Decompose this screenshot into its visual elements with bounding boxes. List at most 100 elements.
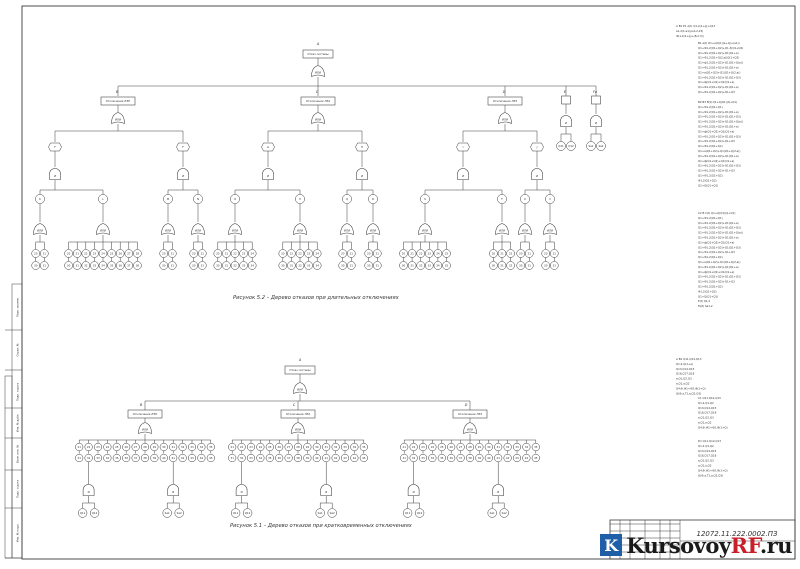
formula-line: Q1+Ф1,2(Q1+Q2)+Q1(Q1+a) [698, 125, 739, 129]
condition-hexagon-label: F [182, 145, 184, 149]
formula-line: Q1+Ф1,2(Q1+Q2)+Q1+Q3 [698, 90, 735, 94]
formula-line: Q1+Ф1,2(Q1+Q2)+Q1(Q1+Q(a)) [698, 120, 743, 124]
and-gate-label: И [88, 490, 90, 494]
site-watermark[interactable]: K KursovoyRF.ru [600, 532, 793, 558]
basic-event-label: 20 [192, 252, 196, 256]
basic-event-label: 34 [353, 445, 357, 449]
basic-event-circle [315, 508, 325, 518]
basic-event-label: 39 [153, 456, 157, 460]
basic-event-circle [174, 508, 184, 518]
basic-event-circle [447, 442, 456, 452]
or-gate-icon [293, 382, 307, 394]
basic-event-label: 31 [75, 264, 79, 268]
basic-event-circle [230, 261, 240, 270]
formula-line: Q1+Ф1,2(Q1+Q2)+Q1(Q1+a) [698, 110, 739, 114]
formula-line: Q1+Ф1,2(Q1+Q2)+Q1(Q1+Q3) [698, 134, 741, 138]
condition-hexagon-icon [261, 142, 275, 152]
formula-line: Q(Ф,a,Т1,a,Q2,Q3) [698, 473, 723, 477]
basic-event-label: 30 [67, 264, 71, 268]
basic-event-circle [428, 442, 437, 452]
formula-line: Q1+Ф1,2(Q1+Q2) [698, 255, 723, 259]
basic-event-circle [140, 453, 150, 463]
formula-line: A B1 E1 A(t) Q1,2(1+q)+Q13 [676, 24, 715, 28]
basic-event-label: 32 [84, 264, 88, 268]
basic-event-circle [347, 261, 356, 270]
basic-event-circle [400, 453, 409, 463]
basic-event-circle [475, 453, 484, 463]
basic-event-label: 23 [421, 445, 425, 449]
basic-event-label: 33 [249, 456, 253, 460]
formula-line: Q1+Ф1,2(Q1+Q2)+Q1(Q1+a) [698, 221, 739, 225]
or-gate-icon [340, 223, 354, 235]
or-gate-icon [291, 422, 305, 434]
or-gate-icon [366, 223, 380, 235]
basic-event-label: 33 [421, 456, 425, 460]
and-gate-icon [457, 168, 469, 180]
formula-line: Q1+Q(Q1+Q1) [698, 294, 718, 298]
basic-event-circle [531, 442, 540, 452]
basic-event-circle [350, 442, 359, 452]
basic-event-circle [414, 508, 425, 518]
basic-event-circle [72, 261, 82, 270]
and-gate-icon [82, 484, 95, 496]
or-gate-icon [495, 223, 509, 235]
basic-event-label: 25 [268, 445, 272, 449]
basic-event-label: 24 [106, 445, 110, 449]
basic-event-circle [246, 442, 256, 452]
formula-line: Q1+Ф1,2(Q1+Q1) [698, 105, 723, 109]
basic-event-label: O [234, 197, 236, 201]
basic-event-label: 31 [171, 445, 175, 449]
or-gate-label: ИЛИ [315, 70, 321, 74]
intermediate-circle-event [520, 194, 530, 204]
or-gate-icon [33, 223, 47, 235]
basic-event-circle [506, 261, 515, 270]
basic-event-circle [133, 261, 142, 270]
basic-event-circle [295, 261, 305, 270]
formula-line: Q1+Ф1,2(Q1+Q2)+Q1(Q1+a) [698, 154, 739, 158]
basic-event-circle [187, 453, 197, 463]
basic-event-label: 23 [242, 252, 246, 256]
basic-event-circle [400, 442, 409, 452]
basic-event-circle [465, 442, 475, 452]
basic-event-label: 35 [268, 456, 272, 460]
intermediate-event-box [591, 95, 601, 105]
basic-event-label: 31 [350, 264, 354, 268]
formula-line: Fa(t) Sa1,2 [698, 304, 713, 308]
basic-event-label: N [197, 197, 199, 201]
basic-event-label: 32 [506, 445, 510, 449]
basic-event-label: 27 [134, 445, 138, 449]
basic-event-circle [112, 453, 121, 463]
formula-line: Q1+Ф1,2(Q1+Q2) [698, 144, 723, 148]
formula-line: Q1+Ф1,2(Q1+Q2)+Q1,3(Q1+Q4) [698, 46, 743, 50]
basic-event-label: 42 [181, 456, 185, 460]
or-gate-icon [418, 223, 432, 235]
basic-event-label: Sa2 [598, 144, 603, 148]
and-gate-label: И [54, 174, 56, 178]
basic-event-circle [89, 508, 100, 518]
basic-event-label: 28 [296, 445, 300, 449]
basic-event-circle [230, 508, 241, 518]
intermediate-circle-event [368, 194, 378, 204]
basic-event-label: Q11 [233, 511, 239, 515]
basic-event-circle [275, 453, 284, 463]
basic-event-label: 20 [402, 252, 406, 256]
basic-event-label: 42 [506, 456, 510, 460]
or-gate-icon [463, 422, 477, 434]
event-box-label: Отключение ЛЭП [133, 412, 157, 416]
basic-event-circle [162, 508, 172, 518]
or-gate-icon [498, 112, 512, 124]
or-gate-label: ИЛИ [297, 387, 303, 391]
basic-event-circle [168, 261, 177, 270]
basic-event-label: 33 [515, 445, 519, 449]
basic-event-circle [197, 453, 206, 463]
basic-event-label: 31 [376, 264, 380, 268]
and-gate-icon [320, 484, 332, 496]
basic-event-label: 43 [515, 456, 519, 460]
basic-event-circle [489, 261, 498, 270]
basic-event-label: 29 [478, 445, 482, 449]
basic-event-circle [340, 442, 350, 452]
basic-event-circle [84, 442, 93, 452]
basic-event-circle [465, 453, 475, 463]
basic-event-label: 35 [362, 445, 366, 449]
basic-event-label: 21 [290, 252, 294, 256]
